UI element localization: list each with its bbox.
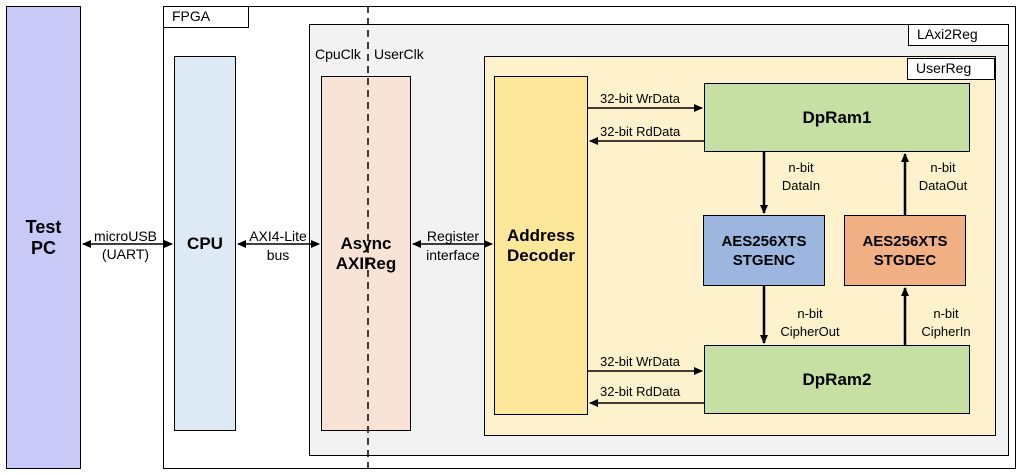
dataout-line1: n-bit [930, 160, 956, 175]
register-interface-label: Register interface [413, 228, 493, 263]
dpram2-label: DpRam2 [802, 369, 872, 389]
cipherout-line2: CipherOut [780, 324, 840, 339]
aes-enc-block: AES256XTS STGENC [703, 215, 825, 286]
cipherin-line1: n-bit [933, 306, 959, 321]
cpu-label: CPU [187, 233, 223, 253]
cpu-clk-label: CpuClk [315, 46, 361, 62]
datain-line1: n-bit [788, 160, 814, 175]
microusb-label-line1: microUSB [93, 228, 157, 244]
address-decoder-line2: Decoder [506, 245, 576, 265]
test-pc-block: Test PC [6, 6, 81, 469]
aes-dec-line2: STGDEC [873, 251, 937, 269]
async-axireg-block: Async AXIReg [321, 76, 411, 431]
dataout-line2: DataOut [918, 178, 968, 193]
dataout-label: n-bit DataOut [910, 160, 976, 194]
cipherin-label: n-bit CipherIn [910, 306, 982, 340]
rddata1-label: 32-bit RdData [600, 124, 681, 139]
aes-dec-block: AES256XTS STGDEC [844, 215, 966, 286]
cipherout-label: n-bit CipherOut [770, 306, 850, 340]
cipherout-line1: n-bit [797, 306, 823, 321]
rddata2-label: 32-bit RdData [600, 384, 681, 399]
axi-bus-label-line1: AXI4-Lite [249, 228, 307, 244]
register-interface-line1: Register [426, 228, 480, 244]
wrdata1-label: 32-bit WrData [600, 91, 680, 106]
aes-enc-line1: AES256XTS [721, 232, 807, 250]
async-axireg-line2: AXIReg [335, 253, 397, 273]
microusb-label: microUSB (UART) [88, 228, 163, 262]
dpram2-block: DpRam2 [704, 345, 970, 414]
datain-line2: DataIn [781, 178, 821, 193]
user-clk-label: UserClk [374, 46, 424, 62]
dpram1-label: DpRam1 [802, 107, 872, 127]
laxi2reg-label: LAxi2Reg [908, 24, 1009, 46]
cipherin-line2: CipherIn [921, 324, 971, 339]
address-decoder-block: Address Decoder [494, 76, 588, 415]
cpu-block: CPU [174, 56, 236, 431]
microusb-label-line2: (UART) [101, 246, 150, 262]
axi-bus-label-line2: bus [266, 247, 290, 263]
datain-label: n-bit DataIn [770, 160, 832, 194]
aes-enc-line2: STGENC [732, 251, 796, 269]
async-axireg-line1: Async [340, 233, 392, 253]
test-pc-label-line1: Test [25, 216, 62, 237]
test-pc-label-line2: PC [30, 237, 56, 258]
axi-bus-label: AXI4-Lite bus [239, 228, 317, 263]
register-interface-line2: interface [426, 247, 480, 263]
wrdata2-label: 32-bit WrData [600, 354, 680, 369]
userreg-label: UserReg [907, 58, 995, 80]
aes-dec-line1: AES256XTS [862, 232, 948, 250]
dpram1-block: DpRam1 [704, 83, 970, 152]
address-decoder-line1: Address [506, 225, 576, 245]
fpga-label: FPGA [163, 6, 249, 28]
